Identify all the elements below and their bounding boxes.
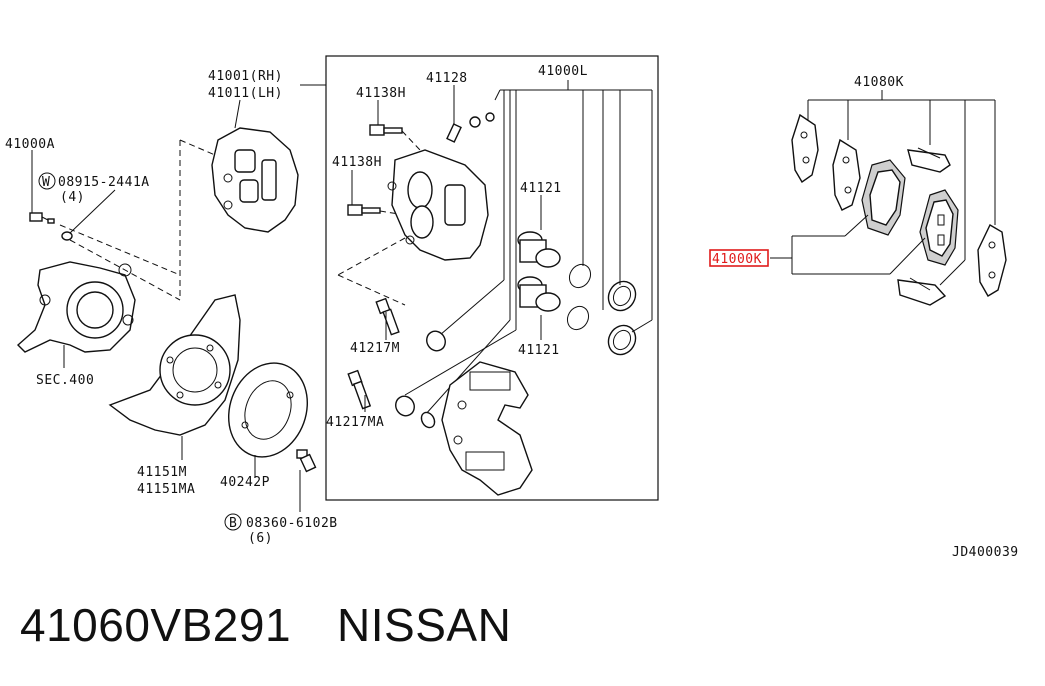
label-bolt-b: 08360-6102B [246, 516, 338, 531]
label-pin-m: 41217M [350, 341, 400, 356]
brake-pad-inner-icon [861, 159, 906, 236]
brake-pad-outer-icon [919, 189, 959, 266]
label-pad-kit: 41080K [854, 75, 904, 90]
slide-pin-ma-icon [347, 369, 436, 429]
label-shield: 40242P [220, 475, 270, 490]
parts-diagram: 41001(RH) 41011(LH) 41000A W 08915-2441A… [5, 55, 1019, 560]
piston-bottom-icon [517, 276, 561, 340]
label-washer-qty: (4) [60, 190, 85, 205]
bolt-symbol-icon [224, 513, 242, 531]
label-caliper-lh: 41011(LH) [208, 86, 283, 101]
washer-symbol-icon [38, 172, 56, 190]
part-caption: 41060VB291 NISSAN [20, 598, 557, 652]
bolt-41138h-mid-icon [347, 170, 381, 216]
bolt-41138h-top-icon [369, 100, 403, 136]
label-pin-ma: 41217MA [326, 415, 384, 430]
caliper-bracket-icon [441, 361, 533, 496]
brand-name: NISSAN [337, 599, 512, 651]
washer-icon [61, 189, 116, 241]
label-pad-set: 41000K [712, 252, 762, 267]
caliper-housing-icon [387, 149, 489, 261]
caliper-assembly-box [325, 55, 659, 501]
shim-left-icon [791, 113, 819, 184]
bolt-08360-icon [296, 449, 317, 512]
label-knuckle: 41000A [5, 137, 55, 152]
caliper-body-41001-icon [211, 99, 299, 233]
label-plate-m: 41151M [137, 465, 187, 480]
label-bolt-h-top: 41138H [356, 86, 406, 101]
label-piston-top: 41121 [520, 181, 562, 196]
label-washer: 08915-2441A [58, 175, 150, 190]
label-bolt-b-qty: (6) [248, 531, 273, 546]
label-piston-bottom: 41121 [518, 343, 560, 358]
label-bolt-h-mid: 41138H [332, 155, 382, 170]
steering-knuckle-icon [16, 261, 136, 368]
label-caliper-l: 41000L [538, 64, 588, 79]
clip-bottom-icon [897, 277, 947, 306]
label-washer-symbol: W [42, 175, 50, 190]
dust-shield-icon [227, 362, 309, 478]
label-sec: SEC.400 [36, 373, 94, 388]
label-plate-ma: 41151MA [137, 482, 195, 497]
slide-pin-m-icon [375, 297, 446, 352]
piston-top-icon [517, 195, 561, 268]
label-bleeder: 41128 [426, 71, 468, 86]
backing-plate-icon [108, 294, 241, 460]
label-diagram-code: JD400039 [952, 545, 1019, 560]
shim-right-icon [977, 224, 1007, 297]
label-caliper-rh: 41001(RH) [208, 69, 283, 84]
clip-top-icon [907, 147, 951, 173]
part-number: 41060VB291 [20, 599, 292, 651]
shim-mid-icon [832, 138, 861, 211]
piston-seal-icon [566, 263, 637, 356]
bleeder-screw-icon [446, 85, 495, 143]
label-bolt-symbol: B [229, 516, 237, 531]
highlight-box [709, 249, 769, 267]
bolt-41000a-icon [29, 150, 55, 224]
